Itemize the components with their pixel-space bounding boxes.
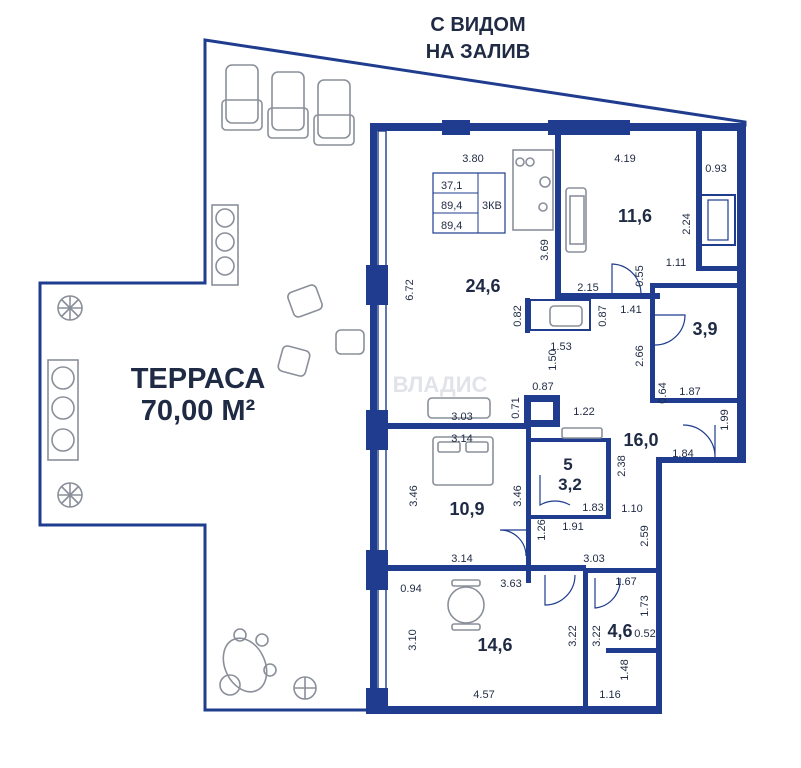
room-area-kitchen: 14,6: [477, 635, 512, 655]
room-area-hall: 16,0: [623, 430, 658, 450]
header-line1: С ВИДОМ: [430, 14, 525, 36]
room-area-bath-small: 3,9: [692, 319, 717, 339]
dim-label: 6.72: [404, 279, 416, 300]
info-total-area: 89,4: [441, 200, 462, 212]
dim-label: 1.41: [620, 304, 641, 316]
dim-label: 1.50: [547, 349, 559, 370]
dim-label: 2.66: [634, 345, 646, 366]
dim-label: 3.10: [407, 629, 419, 650]
dim-label: 3.46: [408, 485, 420, 506]
dim-label: 2.15: [577, 282, 598, 294]
dim-label: 0.87: [532, 381, 553, 393]
dimension-labels-vertical: 2.24 3.69 6.72 0.55 0.82 0.87 2.66 1.50 …: [404, 213, 731, 680]
dim-label: 1.10: [621, 503, 642, 515]
dim-label: 3.80: [462, 153, 483, 165]
info-room-type: 3КВ: [482, 200, 502, 212]
room-number-bath-mid: 5: [563, 455, 572, 474]
dim-label: 4.57: [473, 689, 494, 701]
dim-label: 2.59: [639, 525, 651, 546]
terrace-planters: [47, 204, 239, 461]
room-area-bath-mid: 3,2: [558, 475, 582, 494]
dim-label: 0.94: [400, 583, 421, 595]
dim-label: 1.11: [666, 257, 687, 269]
apartment-info-box: [432, 172, 506, 234]
terrace-plants: [57, 295, 317, 700]
room-area-bedroom-mid: 10,9: [449, 499, 484, 519]
dim-label: 1.73: [639, 595, 651, 616]
terrace-table-set: [219, 628, 277, 696]
terrace-title: ТЕРРАСА: [131, 363, 266, 395]
exterior-walls: [366, 120, 746, 714]
dim-label: 2.38: [616, 455, 628, 476]
dim-label: 3.63: [500, 578, 521, 590]
dim-label: 1.26: [536, 519, 548, 540]
terrace-armchairs: [277, 284, 365, 377]
dim-label: 3.14: [451, 553, 472, 565]
dim-label: 0.52: [634, 628, 655, 640]
dim-label: 3.22: [591, 625, 603, 646]
info-living-area: 37,1: [441, 180, 462, 192]
dim-label: 0.71: [510, 397, 522, 418]
dim-label: 4.19: [614, 153, 635, 165]
room-area-storage: 4,6: [607, 621, 632, 641]
dim-label: 3.14: [451, 433, 472, 445]
watermark: ВЛАДИС: [393, 372, 488, 397]
dim-label: 3.69: [539, 239, 551, 260]
dim-label: 1.91: [562, 521, 583, 533]
room-area-living: 24,6: [465, 276, 500, 296]
dim-label: 1.67: [615, 576, 636, 588]
header-line2: НА ЗАЛИВ: [426, 41, 531, 63]
dim-label: 0.87: [597, 305, 609, 326]
dim-label: 3.03: [451, 411, 472, 423]
kitchen-fixtures: [512, 149, 554, 231]
dim-label: 0.55: [634, 265, 646, 286]
interior-walls: [386, 131, 741, 713]
dim-label: 1.53: [550, 341, 571, 353]
dim-label: 1.16: [599, 689, 620, 701]
dim-label: 3.03: [583, 553, 604, 565]
beds-and-dining: [432, 427, 603, 631]
dimension-labels: 3.80 4.19 0.93 1.11 2.15 1.41 1.53 0.87 …: [400, 153, 726, 701]
dim-label: 0.64: [657, 382, 669, 403]
dim-label: 2.24: [681, 213, 693, 234]
dim-label: 1.87: [679, 386, 700, 398]
dim-label: 0.82: [512, 305, 524, 326]
door-swings: [499, 263, 716, 609]
dim-label: 1.22: [573, 406, 594, 418]
dim-label: 1.84: [672, 448, 693, 460]
dim-label: 3.46: [512, 485, 524, 506]
dim-label: 1.48: [619, 659, 631, 680]
room-area-bedroom-ne: 11,6: [618, 206, 652, 226]
dim-label: 1.99: [719, 409, 731, 430]
dim-label: 0.93: [705, 163, 726, 175]
terrace-area: 70,00 М²: [141, 395, 256, 427]
dim-label: 3.22: [567, 625, 579, 646]
dim-label: 1.83: [582, 502, 603, 514]
terrace-loungers: [221, 64, 355, 146]
sofas: [427, 187, 587, 419]
info-total-area-2: 89,4: [441, 220, 462, 232]
